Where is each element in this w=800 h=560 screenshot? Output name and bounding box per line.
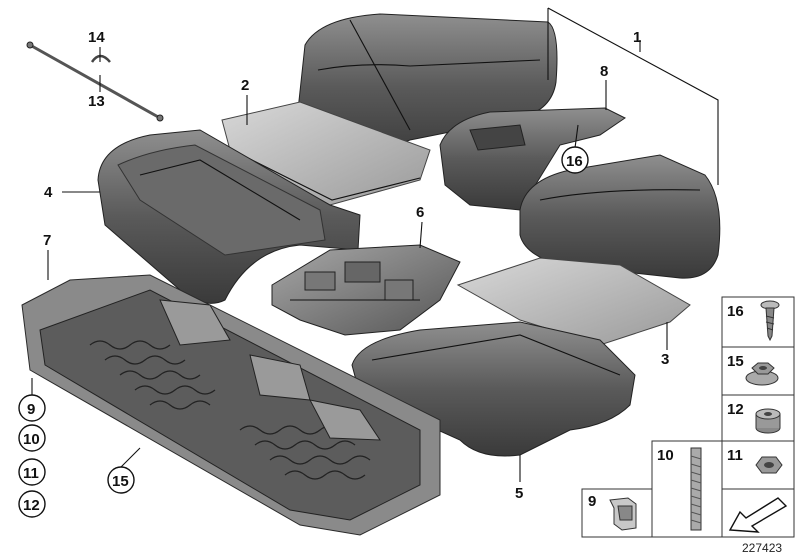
seat-frame-part-7[interactable] xyxy=(21,274,441,536)
wire-rod-part-13[interactable] xyxy=(26,41,164,122)
callout-13: 13 xyxy=(88,93,105,110)
flange-nut-icon xyxy=(745,362,779,386)
threaded-stud-icon xyxy=(690,447,702,531)
callout-11: 11 xyxy=(23,465,39,482)
bushing-icon xyxy=(755,408,781,434)
callout-7: 7 xyxy=(43,232,51,249)
callout-15: 15 xyxy=(112,473,129,490)
callout-5: 5 xyxy=(515,485,523,502)
callout-6: 6 xyxy=(416,204,424,221)
panel-label-9: 9 xyxy=(588,493,596,510)
callout-16: 16 xyxy=(566,153,583,170)
callout-8: 8 xyxy=(600,63,608,80)
callout-10: 10 xyxy=(23,431,40,448)
spring-mesh-left xyxy=(89,340,216,410)
panel-label-11: 11 xyxy=(727,447,743,464)
screw-icon xyxy=(760,300,780,342)
seat-cushion-part-4[interactable] xyxy=(97,129,361,304)
leader-lines xyxy=(31,7,719,482)
callout-1: 1 xyxy=(633,29,641,46)
callout-3: 3 xyxy=(661,351,669,368)
seat-pad-part-3[interactable] xyxy=(456,257,691,346)
panel-label-15: 15 xyxy=(727,353,744,370)
callout-12: 12 xyxy=(23,497,40,514)
clip-part-14[interactable] xyxy=(90,54,111,63)
panel-label-12: 12 xyxy=(727,401,744,418)
spring-mesh-right xyxy=(239,425,371,480)
center-mount-part-6[interactable] xyxy=(271,244,461,336)
callout-labels: 1 2 3 4 5 6 7 8 13 14 16 15 9 10 11 12 xyxy=(18,29,669,518)
panel-label-16: 16 xyxy=(727,303,744,320)
callout-14: 14 xyxy=(88,29,105,46)
hex-nut-icon xyxy=(755,456,783,474)
direction-arrow-icon xyxy=(728,497,788,533)
callout-9: 9 xyxy=(27,401,35,418)
callout-4: 4 xyxy=(44,184,53,201)
panel-label-10: 10 xyxy=(657,447,674,464)
reference-number: 227423 xyxy=(742,541,782,555)
spring-clip-icon xyxy=(609,497,637,531)
hardware-panel: 16 15 12 11 xyxy=(581,296,795,538)
callout-2: 2 xyxy=(241,77,249,94)
